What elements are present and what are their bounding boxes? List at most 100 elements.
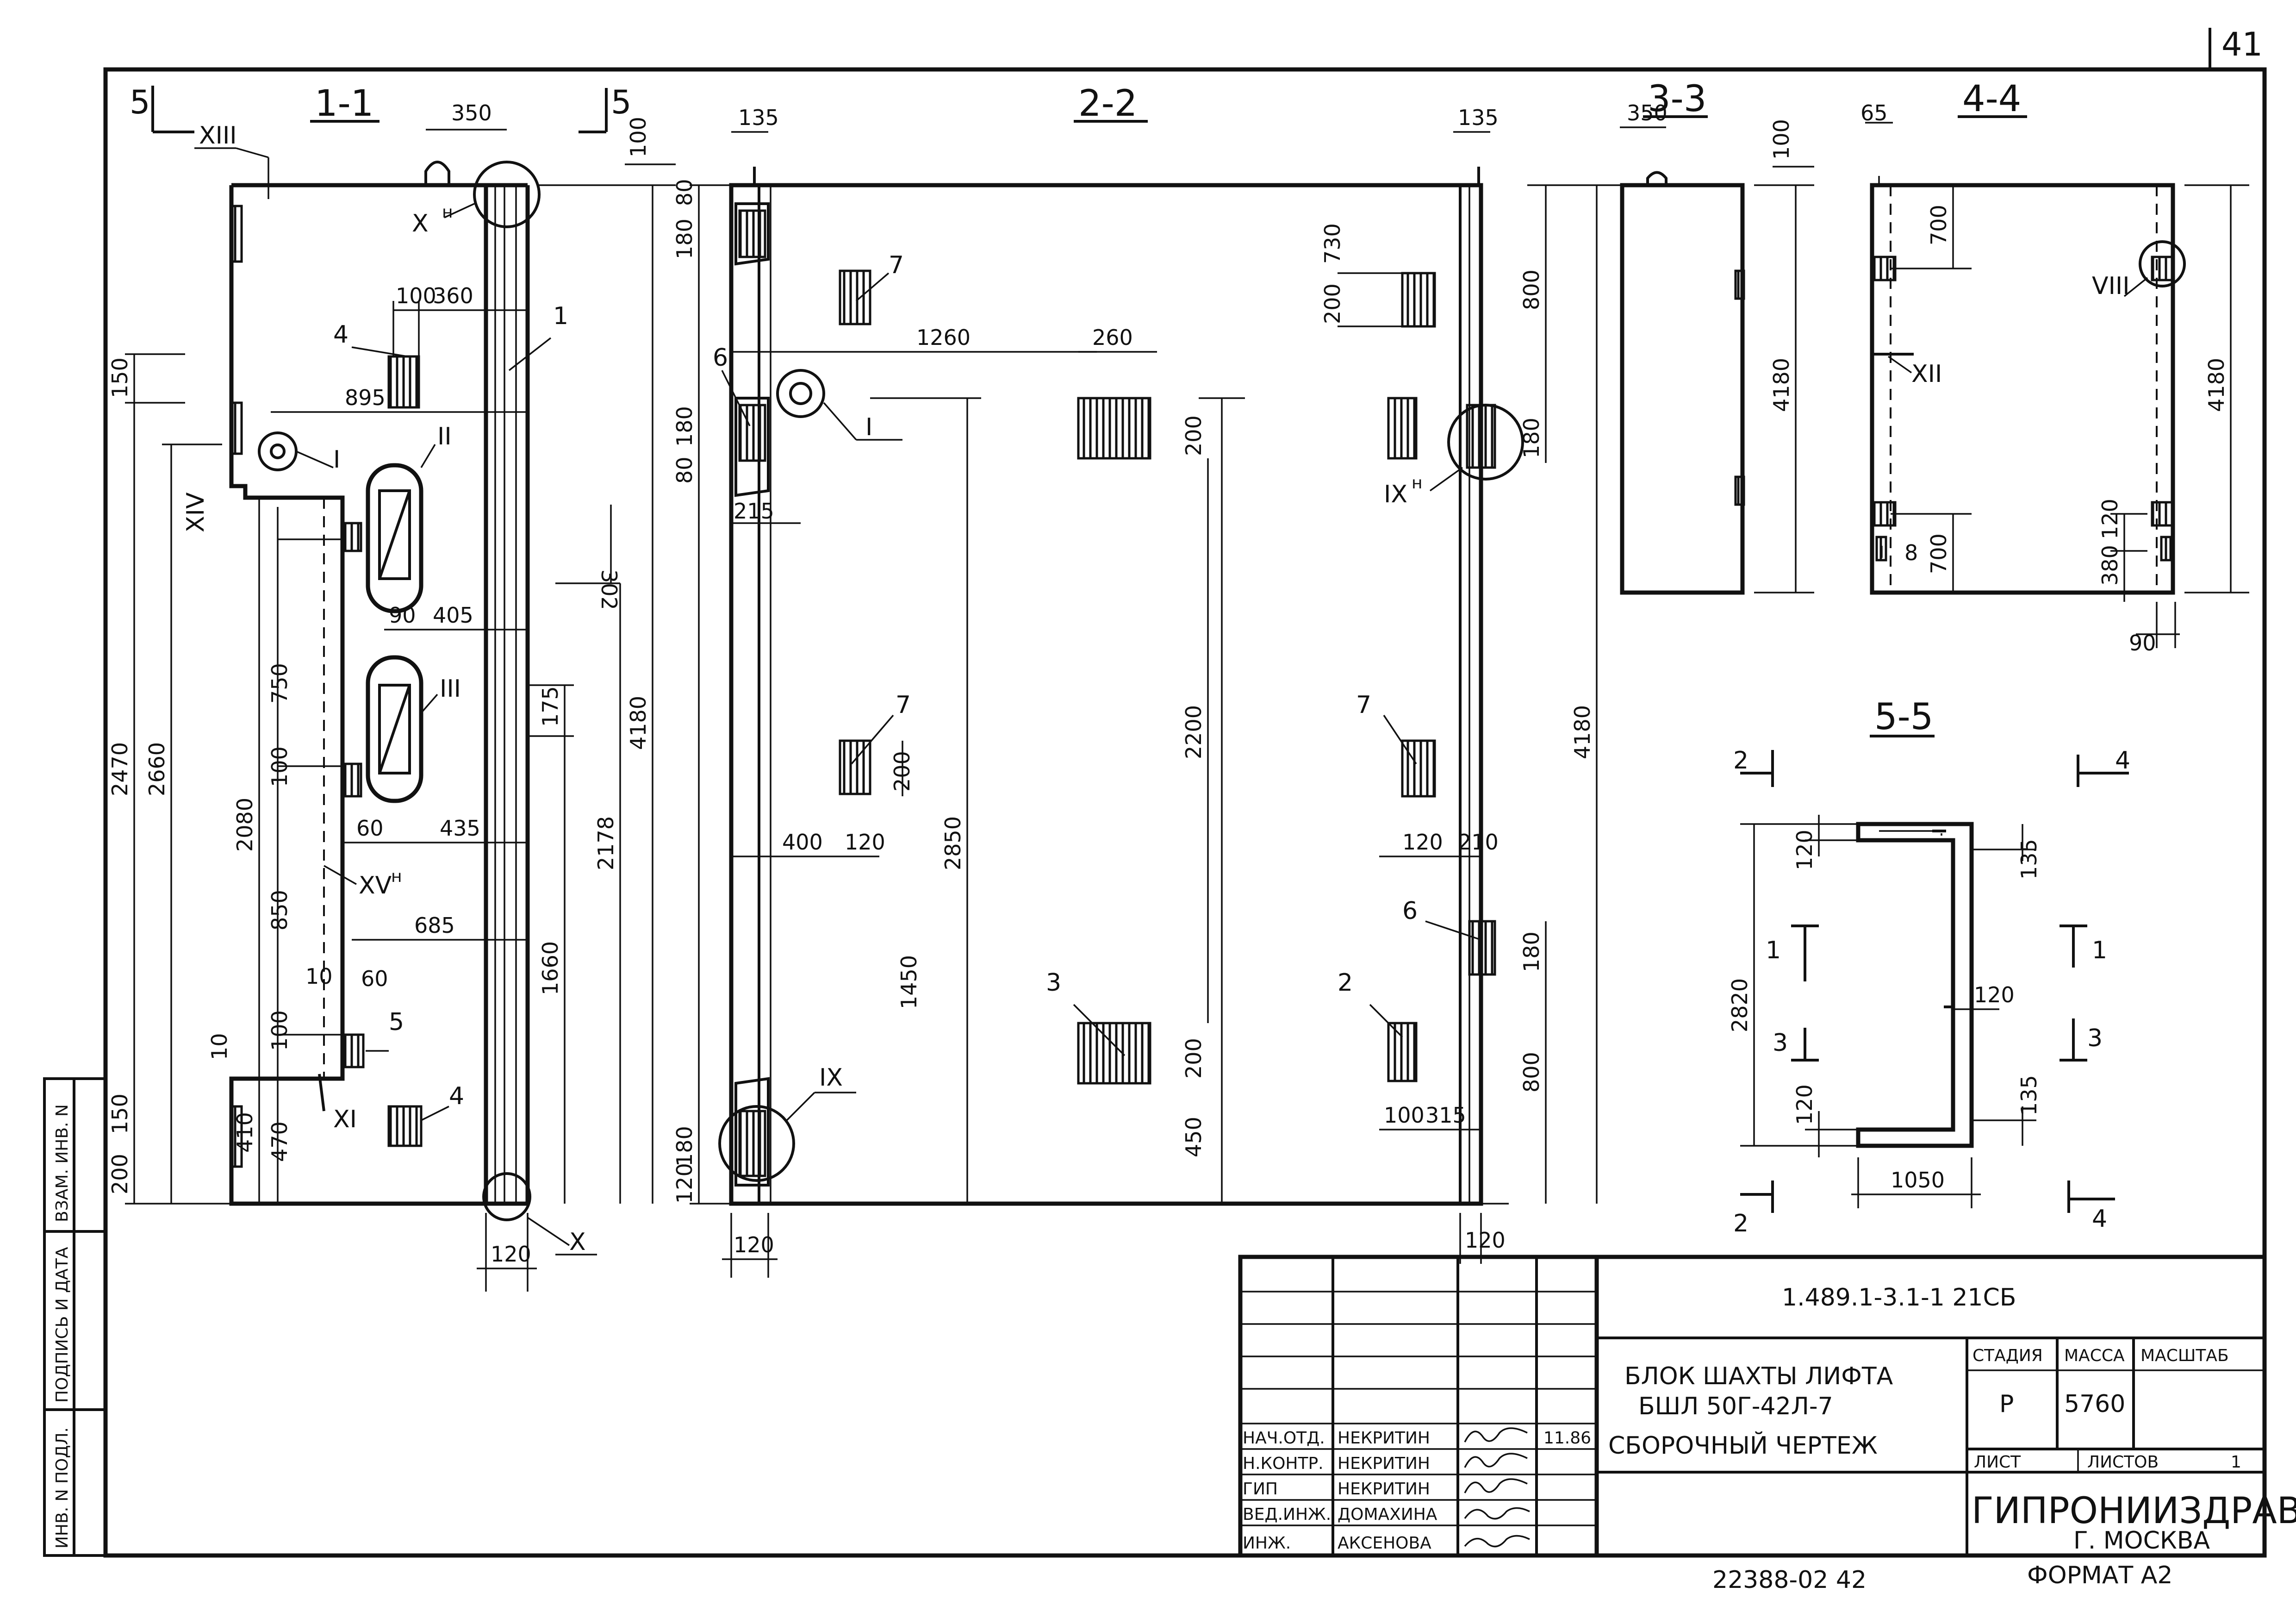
cut-5-left: 5: [130, 83, 150, 121]
callout-xiv: XIV: [182, 492, 210, 532]
dim-11-435: 435: [440, 816, 480, 841]
callout-xii: XII: [1911, 360, 1942, 388]
dim-44-65: 65: [1860, 100, 1888, 125]
dim-22-400: 400: [782, 830, 823, 855]
dim-22-215: 215: [734, 499, 774, 524]
role-5: ИНЖ.: [1243, 1534, 1291, 1553]
mark-4-lower: 4: [449, 1082, 464, 1110]
callout-i-22: I: [865, 413, 872, 441]
dim-44-380: 380: [2097, 545, 2122, 586]
dim-11-470: 470: [267, 1121, 292, 1162]
callout-viii: VIII: [2092, 272, 2130, 300]
callout-xiii: XIII: [199, 122, 237, 150]
dim-22-135: 135: [738, 105, 779, 130]
dim-22-800: 800: [1519, 269, 1544, 310]
section-1-1-label: 1-1: [315, 83, 373, 125]
dim-11-120: 120: [491, 1242, 531, 1267]
cut-4-bottom: 4: [2092, 1205, 2107, 1233]
callout-iii: III: [440, 675, 461, 703]
title-line-3: СБОРОЧНЫЙ ЧЕРТЕЖ: [1608, 1431, 1878, 1460]
dim-22-210: 210: [1458, 830, 1499, 855]
sheet-label: ЛИСТ: [1974, 1453, 2021, 1472]
part-5: [343, 1033, 365, 1068]
section-3-3-label: 3-3: [1648, 78, 1706, 120]
drawing-number: 22388-02 42: [1712, 1566, 1867, 1594]
role-4: ВЕД.ИНЖ.: [1243, 1505, 1331, 1524]
sheets-label: ЛИСТОВ: [2087, 1453, 2159, 1472]
part-7-b: [839, 739, 871, 795]
dim-11-2080: 2080: [232, 798, 257, 852]
dim-11-1660: 1660: [538, 941, 563, 995]
dim-55-2820: 2820: [1727, 978, 1752, 1032]
dim-22-200b: 200: [890, 751, 915, 792]
dim-11-2178: 2178: [593, 816, 618, 870]
dim-22-1450: 1450: [896, 955, 921, 1009]
section-3-3: 3-3 350 100 4180: [1620, 78, 1814, 595]
section-4-4: 4-4 VIII XII II 65 700: [1860, 78, 2249, 656]
dim-22-4180: 4180: [1570, 705, 1595, 759]
part-7-a: [839, 269, 871, 325]
callout-ixh-sup: н: [1412, 474, 1423, 493]
dim-11-100b: 100: [396, 283, 436, 308]
dim-11-685: 685: [414, 913, 455, 938]
sheet-frame: 41: [103, 25, 2267, 1558]
dim-33-100: 100: [1769, 119, 1794, 160]
dim-11-850: 850: [267, 890, 292, 931]
stamp-podpis: ПОДПИСЬ И ДАТА: [53, 1247, 72, 1403]
dim-11-150: 150: [107, 357, 132, 398]
section-5-5: 5-5 2 4 1 1 3 3 2 4: [1727, 696, 2130, 1237]
signatures: [1464, 1427, 1530, 1548]
dim-11-750: 750: [267, 663, 292, 704]
section-4-4-label: 4-4: [1962, 78, 2021, 120]
dim-22-80: 80: [672, 179, 697, 206]
callout-ii: II: [437, 423, 452, 450]
dim-11-150b: 150: [107, 1093, 132, 1134]
dim-22-315: 315: [1425, 1103, 1466, 1128]
role-2: Н.КОНТР.: [1243, 1454, 1324, 1473]
sheets-count: 1: [2231, 1453, 2241, 1472]
name-4: ДОМАХИНА: [1338, 1505, 1437, 1524]
mark-6-a: 6: [713, 344, 728, 372]
dim-22-135b: 135: [1458, 105, 1499, 130]
dim-44-4180: 4180: [2204, 358, 2229, 412]
name-2: НЕКРИТИН: [1338, 1454, 1430, 1473]
dim-44-700: 700: [1926, 205, 1951, 245]
dim-55-1050: 1050: [1891, 1168, 1945, 1193]
side-stamp: ВЗАМ. ИНВ. N ПОДПИСЬ И ДАТА ИНВ. N ПОДЛ.: [43, 1077, 107, 1557]
callout-ix: IX: [819, 1064, 843, 1092]
cut-4-top: 4: [2115, 747, 2130, 775]
dim-11-10b: 10: [207, 1033, 232, 1060]
role-1: НАЧ.ОТД.: [1243, 1429, 1325, 1448]
dim-22-180: 180: [672, 219, 697, 259]
organization: ГИПРОНИИЗДРАВ: [1972, 1490, 2296, 1532]
dim-22-2200: 2200: [1181, 705, 1206, 759]
dim-22-120b: 120: [672, 1163, 697, 1204]
cut-5-right: 5: [611, 83, 632, 121]
dim-11-200: 200: [107, 1154, 132, 1194]
dim-11-350: 350: [451, 100, 492, 125]
dim-22-120: 120: [845, 830, 885, 855]
dim-22-450: 450: [1181, 1117, 1206, 1157]
cut-2-bottom: 2: [1733, 1210, 1748, 1237]
callout-ixh: IX: [1384, 481, 1407, 508]
callout-x: X: [569, 1228, 586, 1256]
dim-22-1260: 1260: [916, 325, 971, 350]
section-5-5-label: 5-5: [1874, 696, 1933, 738]
dim-33-350: 350: [1627, 100, 1668, 125]
title-line-1: БЛОК ШАХТЫ ЛИФТА: [1624, 1362, 1893, 1390]
dim-33-4180: 4180: [1769, 358, 1794, 412]
dim-22-120d: 120: [1402, 830, 1443, 855]
dim-11-60b: 60: [361, 966, 388, 991]
callout-xvh-sup: н: [391, 867, 402, 886]
dim-11-100d: 100: [267, 1010, 292, 1051]
dim-11-60: 60: [356, 816, 384, 841]
doc-code: 1.489.1-3.1-1 21СБ: [1782, 1284, 2016, 1312]
dim-55-135: 135: [2016, 839, 2041, 880]
mark-6-b: 6: [1402, 897, 1418, 925]
dim-11-100: 100: [626, 117, 651, 157]
header-mass: МАССА: [2064, 1346, 2125, 1365]
callout-xi: XI: [333, 1106, 357, 1133]
city: Г. МОСКВА: [2073, 1527, 2210, 1555]
section-2-2-label: 2-2: [1078, 83, 1137, 125]
